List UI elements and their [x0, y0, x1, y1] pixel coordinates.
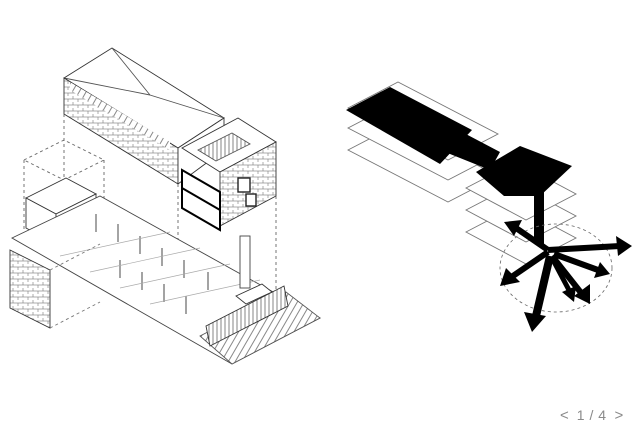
- arrow-southeast: [552, 251, 610, 278]
- movement-arrows: [500, 220, 632, 332]
- exploded-axonometric-drawing: [9, 47, 321, 365]
- arrow-west: [500, 249, 550, 286]
- chevron-left-icon[interactable]: <: [560, 406, 569, 424]
- slide-counter: 1 / 4: [576, 407, 607, 423]
- arrow-east: [547, 236, 632, 256]
- ground-plate: [11, 195, 321, 365]
- circulation-diagram: [346, 81, 632, 332]
- arrow-northwest: [504, 220, 550, 253]
- tower-block: [181, 117, 277, 232]
- chevron-right-icon[interactable]: >: [614, 406, 624, 424]
- roof-block: [63, 47, 225, 185]
- circulation-mass: [346, 87, 572, 244]
- elevation-panel: [9, 243, 101, 329]
- arrow-down-right: [549, 256, 576, 302]
- radial-circle: [499, 223, 613, 313]
- slide-pager: < 1 / 4 >: [560, 405, 623, 425]
- arrow-southwest: [524, 255, 554, 332]
